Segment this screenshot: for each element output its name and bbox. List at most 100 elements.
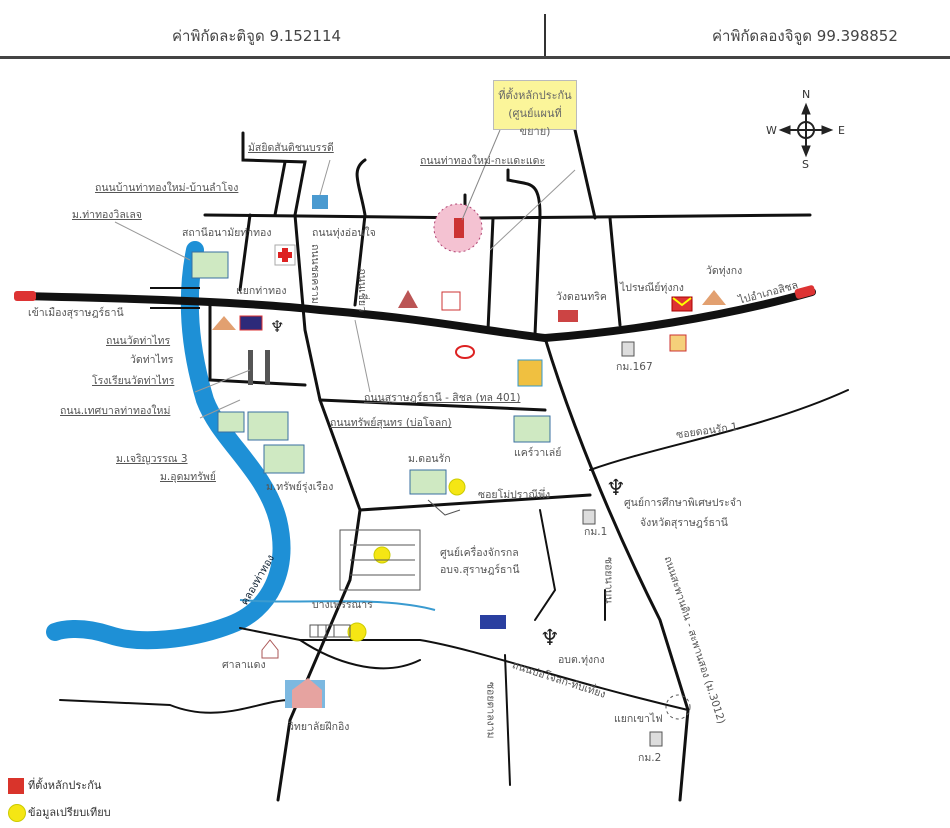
label-post-office: ไปรษณีย์ทุ่งกง bbox=[620, 282, 684, 294]
compass-rose-icon bbox=[778, 102, 834, 158]
collateral-marker bbox=[454, 218, 464, 238]
label-km1: กม.1 bbox=[584, 526, 608, 538]
km2-post-icon bbox=[649, 731, 663, 747]
highway-end-east-marker bbox=[794, 285, 816, 299]
shield-emblem-icon bbox=[517, 359, 543, 387]
road-mosque bbox=[241, 131, 307, 217]
building-stripes bbox=[248, 350, 270, 385]
label-road-chonkram: ถนนชลคราม bbox=[309, 244, 321, 304]
label-wang-don: วังดอนทริค bbox=[556, 291, 607, 303]
label-km167: กม.167 bbox=[616, 361, 653, 373]
label-village-udom: ม.อุดมทรัพย์ bbox=[160, 471, 216, 483]
compass-north-label: N bbox=[802, 88, 811, 101]
longitude-label: ค่าพิกัดลองจิจูด 99.398852 bbox=[712, 27, 898, 45]
junction-khaofai-circle bbox=[665, 694, 691, 720]
truck-icon bbox=[480, 615, 506, 629]
legend-comparable-label: ข้อมูลเปรียบเทียบ bbox=[28, 806, 111, 819]
house-wat-thasai-icon bbox=[212, 316, 236, 330]
label-college: วิทยาลัยฝึกอิง bbox=[288, 721, 350, 733]
school-icon bbox=[312, 195, 328, 209]
comparable-marker-1 bbox=[448, 478, 466, 496]
bridge-icon bbox=[150, 287, 200, 309]
road-mo bbox=[358, 493, 592, 512]
road-thungonjai bbox=[353, 158, 367, 307]
label-road-municipal: ถนน.เทศบาลท่าทองใหม่ bbox=[60, 405, 171, 417]
label-soi-talngam: ซอยตาลงาม bbox=[484, 681, 497, 739]
soi-donrak bbox=[589, 389, 849, 471]
label-soi-nabon: ซอยนาบน bbox=[602, 556, 615, 604]
label-village-sap: ม.ทรัพย์รุ่งเรือง bbox=[266, 481, 334, 493]
label-care-valley: แคร์วาเล่ย์ bbox=[514, 447, 562, 459]
km167-post-icon bbox=[621, 341, 635, 357]
subdivision-plots bbox=[309, 499, 461, 638]
red-cross-icon bbox=[274, 244, 296, 266]
label-machine-center-1: ศูนย์เครื่องจักรกล bbox=[440, 547, 519, 559]
label-village-tathong: ม.ท่าทองวิลเลจ bbox=[72, 209, 142, 221]
label-road-401: ถนนสุราษฎร์ธานี - สิชล (ทล 401) bbox=[364, 392, 521, 404]
compass-south-label: S bbox=[802, 158, 809, 171]
road-sapsunthorn bbox=[318, 398, 547, 412]
garuda-tathong-icon: ♆ bbox=[270, 317, 284, 336]
label-sao-thungkong: อบต.ทุ่งกง bbox=[558, 654, 605, 666]
label-to-surat: เข้าเมืองสุราษฎร์ธานี bbox=[28, 307, 124, 319]
compass-west-label: W bbox=[766, 124, 777, 137]
temple-icon bbox=[702, 290, 726, 305]
callout-line1: ที่ตั้งหลักประกัน bbox=[498, 89, 572, 102]
km1-post-icon bbox=[582, 509, 596, 525]
road-ch2 bbox=[506, 168, 542, 337]
callout-line2: (ศูนย์แผนที่ขยาย) bbox=[508, 107, 562, 138]
legend-comparable-swatch bbox=[8, 804, 26, 822]
comparable-marker-2 bbox=[373, 546, 391, 564]
label-village-donrak: ม.ดอนรัก bbox=[408, 453, 451, 465]
river-tathong bbox=[46, 241, 291, 650]
wang-don-icon bbox=[558, 310, 578, 322]
label-health-station: สถานีอนามัยท่าทอง bbox=[182, 227, 272, 239]
coordinate-header: ค่าพิกัดละติจูด 9.152114 ค่าพิกัดลองจิจู… bbox=[0, 0, 950, 59]
thai-flag-icon bbox=[239, 315, 263, 331]
label-machine-center-2: อบจ.สุราษฎร์ธานี bbox=[440, 564, 520, 576]
label-road-chiang: ถนนเชี่ยว bbox=[355, 268, 368, 312]
road-tathong-kadae bbox=[203, 213, 812, 220]
sala-daeng-house-icon bbox=[261, 639, 279, 659]
legend-collateral-label: ที่ตั้งหลักประกัน bbox=[28, 779, 102, 792]
latitude-label: ค่าพิกัดละติจูด 9.152114 bbox=[172, 27, 342, 45]
label-junction-khaofai: แยกเขาไฟ bbox=[614, 713, 663, 725]
sign-icon bbox=[669, 334, 687, 352]
road-bojoklok bbox=[239, 627, 689, 711]
collateral-callout: ที่ตั้งหลักประกัน (ศูนย์แผนที่ขยาย) bbox=[493, 80, 577, 138]
temple-tathong-icon bbox=[441, 291, 461, 311]
label-wat-thasai: วัดท่าไทร bbox=[130, 354, 174, 366]
garuda-emblem-icon: ♆ bbox=[606, 476, 626, 501]
road-left-1 bbox=[238, 213, 252, 292]
legend-collateral-swatch bbox=[8, 778, 24, 794]
village-icons bbox=[191, 251, 551, 495]
soi-talngam bbox=[504, 654, 511, 786]
highway-end-west-marker bbox=[14, 291, 36, 301]
label-road-sapsunthorn: ถนนทรัพย์สุนทร (บ่อโจลก) bbox=[330, 417, 452, 429]
label-junction-tathong: แยกท่าทอง bbox=[236, 285, 287, 297]
label-km2: กม.2 bbox=[638, 752, 662, 764]
post-envelope-icon bbox=[672, 297, 692, 307]
road-ch3 bbox=[573, 128, 597, 220]
label-mosque: มัสยิดสันติชนบรรดี bbox=[248, 142, 334, 154]
label-school-thasai: โรงเรียนวัดท่าไทร bbox=[92, 375, 175, 387]
college-house-icon bbox=[285, 678, 325, 708]
comparable-marker-3 bbox=[347, 622, 367, 642]
road-sw bbox=[59, 699, 291, 714]
label-special-ed-2: จังหวัดสุราษฎร์ธานี bbox=[640, 517, 728, 529]
callout-pointer bbox=[461, 129, 501, 221]
label-road-tathong-kadae: ถนนท่าทองใหม่-กะแดะแดะ bbox=[420, 155, 546, 167]
highway-401 bbox=[14, 288, 816, 343]
road-ch4 bbox=[608, 216, 622, 327]
road-loop bbox=[299, 639, 421, 670]
label-sala-daeng: ศาลาแดง bbox=[222, 659, 266, 671]
label-village-charoen: ม.เจริญวรรณ 3 bbox=[116, 453, 188, 465]
label-soi-mo: ซอยโม่ปราณีพึ่ง bbox=[478, 489, 551, 501]
road-saphan bbox=[543, 336, 690, 802]
label-wat-thungkong: วัดทุ่งกง bbox=[706, 265, 743, 277]
garuda-sao-icon: ♆ bbox=[540, 626, 560, 651]
header-divider bbox=[544, 14, 546, 56]
road-mosque-2 bbox=[273, 160, 287, 217]
road-machine bbox=[534, 509, 557, 621]
